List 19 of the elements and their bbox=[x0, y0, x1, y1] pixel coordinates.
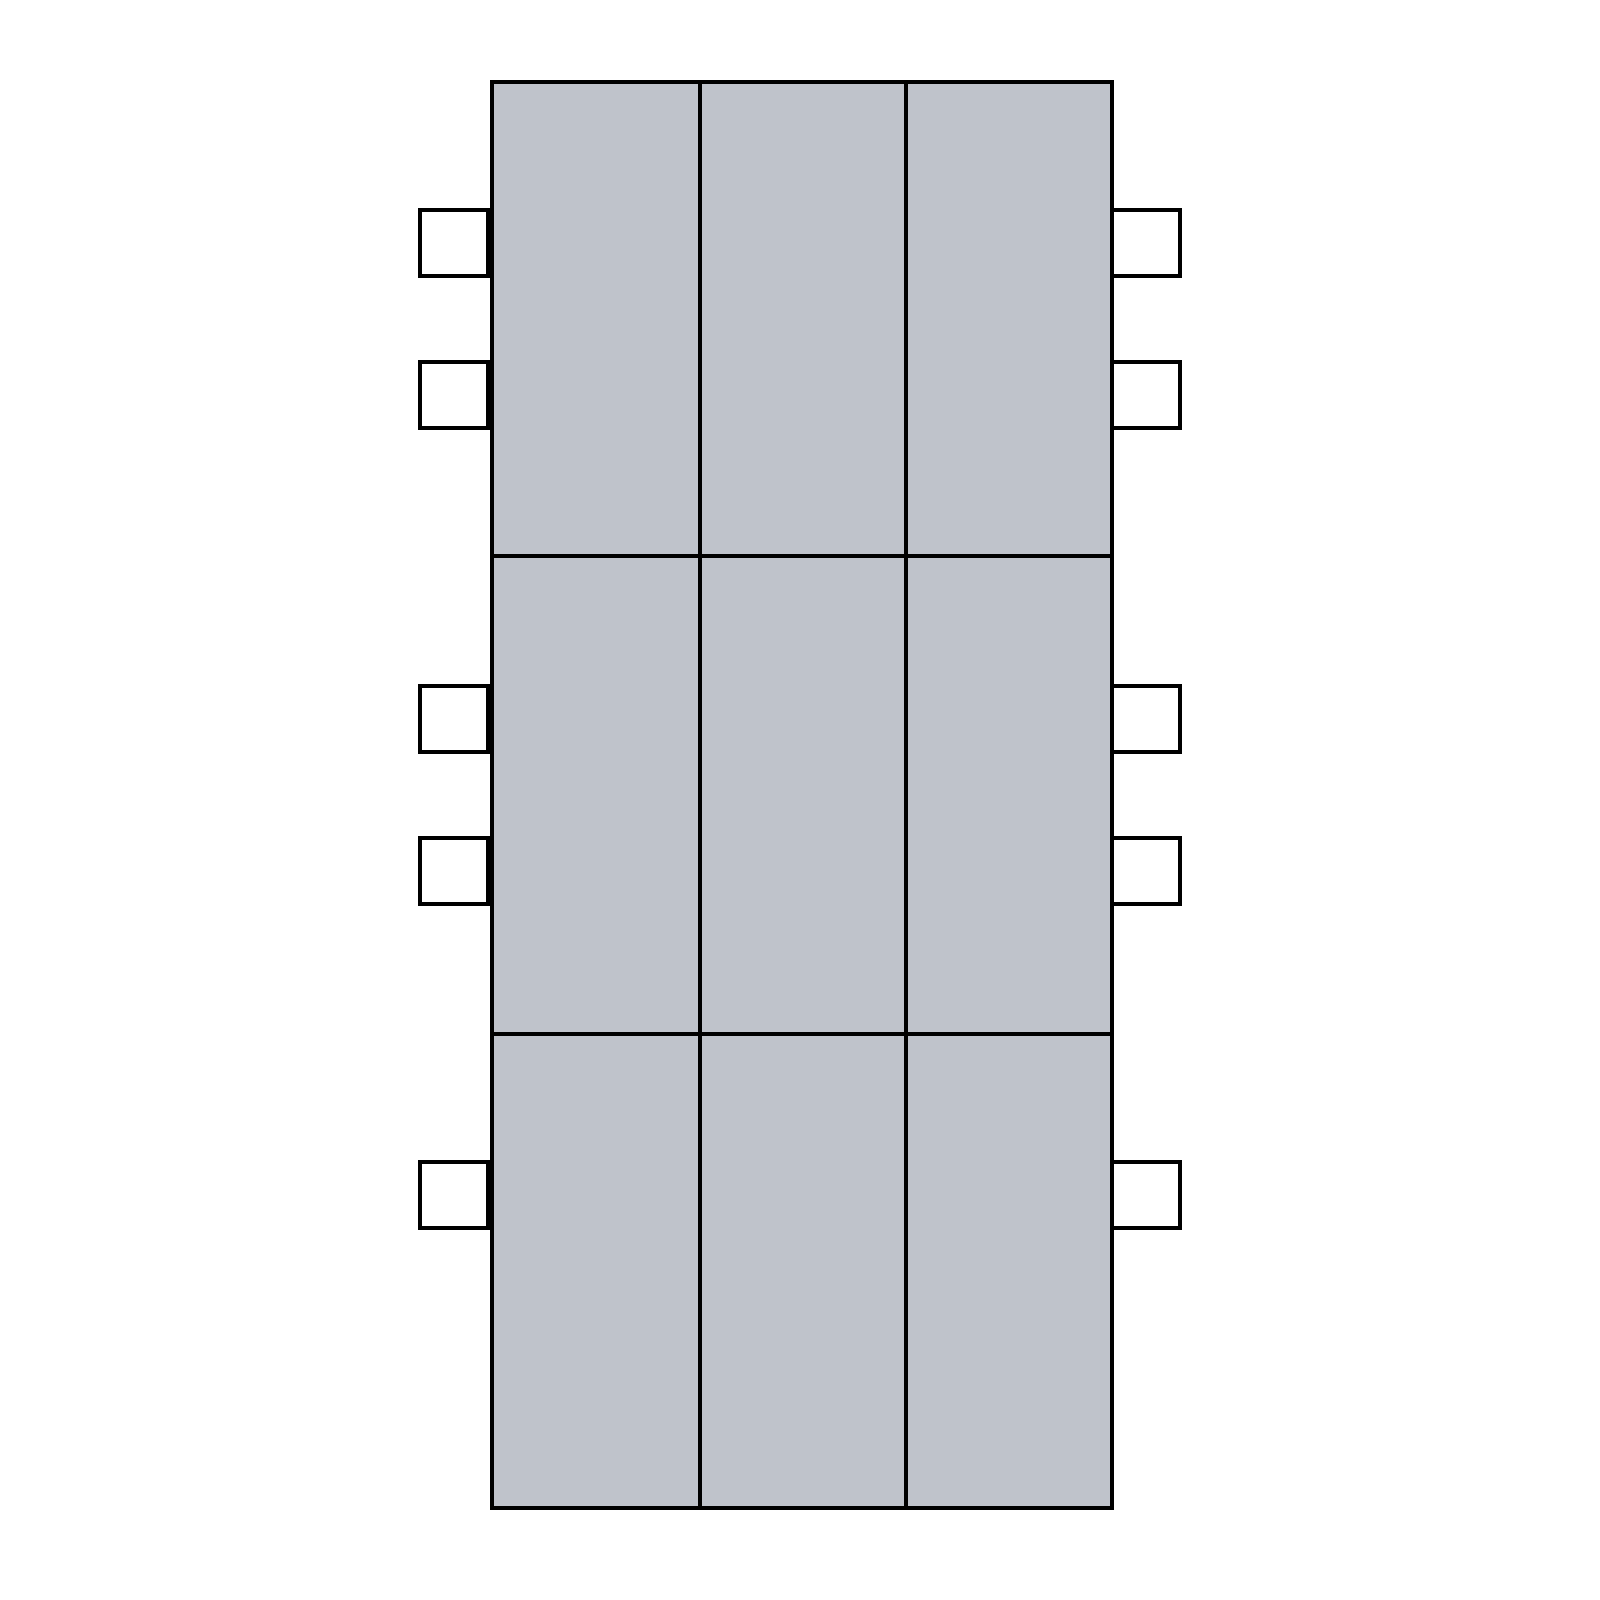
chair-seat bbox=[1110, 684, 1182, 754]
chair-seat bbox=[418, 836, 490, 906]
chair-seat bbox=[1110, 836, 1182, 906]
chair-seat bbox=[1110, 1160, 1182, 1230]
chair-seat bbox=[418, 208, 490, 278]
chair-seat bbox=[418, 360, 490, 430]
table-top bbox=[490, 80, 702, 558]
chair-seat bbox=[418, 684, 490, 754]
chair-seat bbox=[1110, 360, 1182, 430]
table-top bbox=[904, 1032, 1114, 1510]
chair-seat bbox=[1110, 208, 1182, 278]
table-top bbox=[698, 80, 908, 558]
table-top bbox=[698, 1032, 908, 1510]
table-top bbox=[698, 554, 908, 1036]
table-top bbox=[904, 554, 1114, 1036]
table-top bbox=[904, 80, 1114, 558]
table-top bbox=[490, 554, 702, 1036]
chair-seat bbox=[418, 1160, 490, 1230]
table-top bbox=[490, 1032, 702, 1510]
